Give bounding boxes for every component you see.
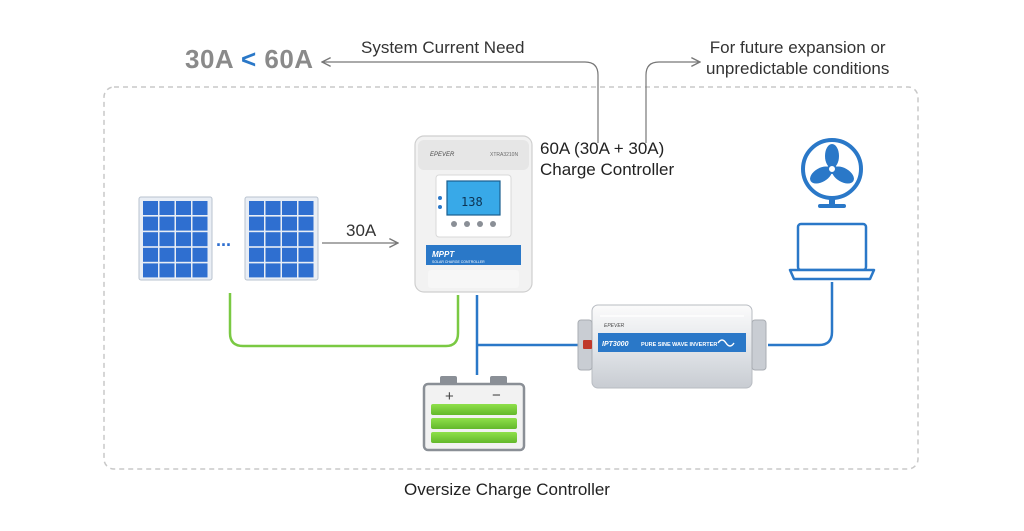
battery-positive-label: + — [445, 388, 454, 405]
solar-cell — [298, 232, 314, 247]
controller-spec-line2: Charge Controller — [540, 160, 675, 179]
controller-spec-line1: 60A (30A + 30A) — [540, 139, 665, 158]
solar-cell — [265, 263, 281, 278]
solar-cell — [159, 247, 175, 262]
solar-cell — [265, 232, 281, 247]
comparison-operator: < — [240, 44, 257, 74]
solar-cell — [159, 232, 175, 247]
solar-cell — [143, 247, 158, 262]
inverter-label-text: PURE SINE WAVE INVERTER — [641, 342, 717, 348]
charge-controller-device — [414, 135, 533, 293]
solar-cell — [176, 201, 191, 215]
solar-cell — [143, 263, 158, 278]
diagram-caption: Oversize Charge Controller — [404, 480, 610, 499]
controller-model-text: XTRA3210N — [490, 152, 518, 158]
solar-cell — [192, 216, 208, 231]
future-label-line1: For future expansion or — [709, 38, 886, 57]
panel-ellipsis: ... — [216, 230, 231, 250]
need-arrow — [322, 62, 599, 143]
load-wire — [768, 282, 834, 347]
solar-cell — [192, 247, 208, 262]
solar-cell — [192, 263, 208, 278]
solar-cell — [143, 232, 158, 247]
solar-cell — [265, 201, 281, 215]
solar-cell — [249, 232, 264, 247]
solar-cell — [143, 216, 158, 231]
panel-current-label: 30A — [346, 221, 377, 240]
solar-panel-2 — [244, 196, 319, 281]
battery-negative-label: − — [492, 387, 501, 404]
laptop-icon — [788, 222, 876, 281]
solar-cell — [143, 201, 158, 215]
solar-cell — [192, 232, 208, 247]
solar-cell — [282, 247, 297, 262]
solar-cell — [282, 263, 297, 278]
pv-wire — [228, 293, 460, 348]
controller-display-value: 138 — [461, 195, 483, 209]
inverter-device — [577, 304, 767, 389]
future-label-line2: unpredictable conditions — [706, 59, 890, 78]
solar-panel-1 — [138, 196, 213, 281]
controller-brand-text: EPEVER — [430, 152, 455, 158]
inverter-brand-text: EPEVER — [604, 323, 625, 329]
solar-cell — [249, 201, 264, 215]
solar-cell — [176, 216, 191, 231]
solar-cell — [265, 216, 281, 231]
solar-cell — [249, 216, 264, 231]
solar-cell — [249, 247, 264, 262]
solar-cell — [176, 232, 191, 247]
current-comparison: 30A < 60A — [185, 44, 314, 75]
system-boundary — [103, 86, 919, 470]
solar-cell — [176, 247, 191, 262]
comparison-left: 30A — [185, 44, 234, 74]
battery-device — [422, 376, 526, 452]
future-expansion-label: For future expansion or unpredictable co… — [706, 37, 889, 79]
solar-cell — [282, 216, 297, 231]
inverter-model-text: IPT3000 — [602, 341, 629, 348]
comparison-right: 60A — [264, 44, 314, 74]
solar-cell — [159, 216, 175, 231]
solar-cell — [159, 263, 175, 278]
solar-cell — [159, 201, 175, 215]
controller-badge-text: MPPT — [432, 250, 455, 259]
solar-cell — [282, 201, 297, 215]
solar-cell — [192, 201, 208, 215]
system-need-label: System Current Need — [361, 38, 525, 57]
fan-icon — [801, 138, 863, 208]
solar-cell — [298, 263, 314, 278]
solar-cell — [249, 263, 264, 278]
solar-cell — [298, 216, 314, 231]
future-arrow — [645, 62, 700, 143]
solar-cell — [265, 247, 281, 262]
solar-cell — [176, 263, 191, 278]
solar-cell — [282, 232, 297, 247]
controller-spec-label: 60A (30A + 30A) Charge Controller — [540, 138, 674, 180]
controller-badge-sub-text: SOLAR CHARGE CONTROLLER — [432, 260, 485, 264]
solar-cell — [298, 247, 314, 262]
solar-cell — [298, 201, 314, 215]
